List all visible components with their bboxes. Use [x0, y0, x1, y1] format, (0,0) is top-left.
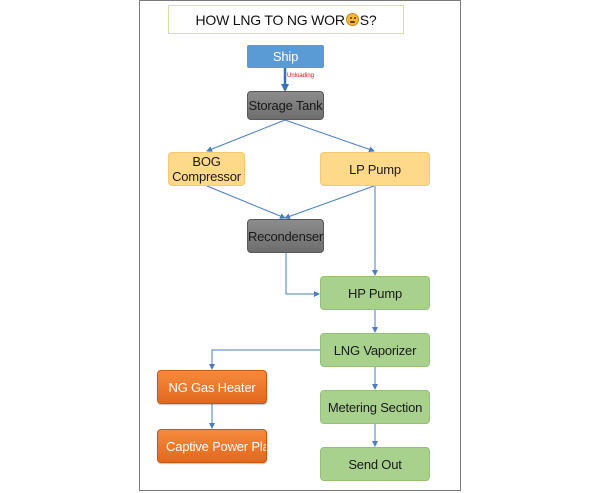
node-send-out: Send Out — [320, 447, 430, 481]
bog-label-line2: Compressor — [172, 169, 241, 184]
node-ship: Ship — [247, 45, 324, 68]
title-prefix: HOW LNG TO NG WOR — [195, 11, 345, 28]
node-hp-pump-label: HP Pump — [348, 285, 402, 301]
node-ng-gas-heater: NG Gas Heater — [157, 370, 267, 404]
node-storage-tank: Storage Tank — [247, 91, 324, 120]
node-metering-section-label: Metering Section — [327, 399, 423, 415]
thinking-face-icon — [345, 13, 359, 26]
node-bog-compressor: BOG Compressor — [168, 152, 245, 186]
node-storage-tank-label: Storage Tank — [248, 98, 323, 113]
unloading-label: Unloading — [287, 73, 315, 79]
node-bog-compressor-label: BOG Compressor — [172, 154, 241, 184]
node-ship-label: Ship — [272, 49, 299, 64]
node-hp-pump: HP Pump — [320, 276, 430, 310]
title-suffix: S? — [359, 11, 377, 28]
node-lp-pump-label: LP Pump — [349, 161, 401, 177]
diagram-title: HOW LNG TO NG WOR S? — [168, 5, 404, 34]
node-metering-section: Metering Section — [320, 390, 430, 424]
node-send-out-label: Send Out — [348, 456, 402, 472]
node-lng-vaporizer: LNG Vaporizer — [320, 333, 430, 367]
node-captive-power-plant-label: Captive Power Plant — [166, 438, 266, 454]
node-recondenser: Recondenser — [247, 219, 324, 253]
node-recondenser-label: Recondenser — [247, 228, 324, 244]
node-lng-vaporizer-label: LNG Vaporizer — [333, 342, 417, 358]
node-lp-pump: LP Pump — [320, 152, 430, 186]
bog-label-line1: BOG — [192, 154, 221, 169]
node-ng-gas-heater-label: NG Gas Heater — [168, 379, 256, 395]
node-captive-power-plant: Captive Power Plant — [157, 429, 267, 463]
